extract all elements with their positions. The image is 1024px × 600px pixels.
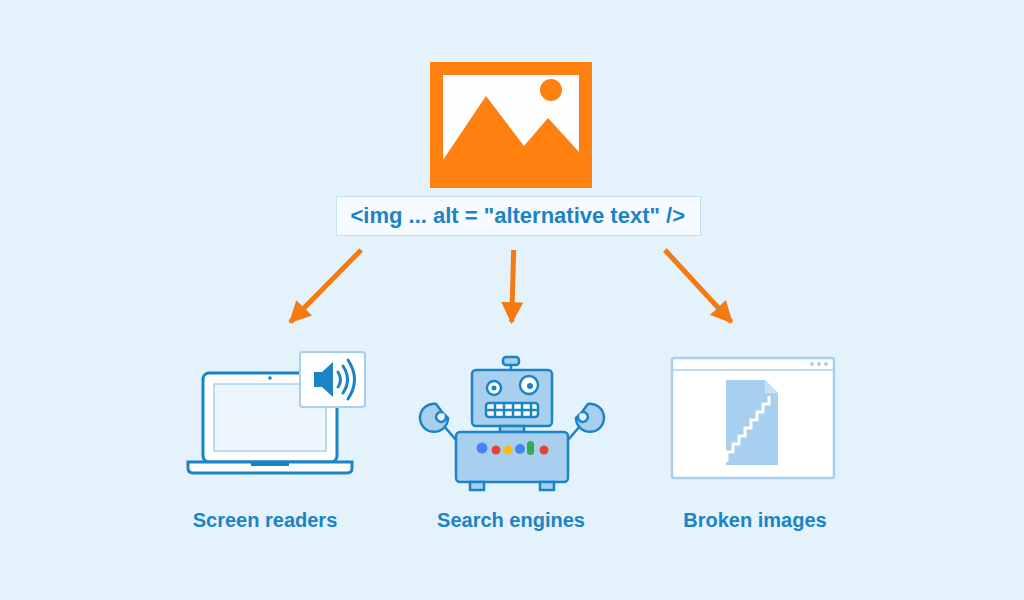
arrow-connector — [512, 250, 514, 322]
feature-label: Search engines — [437, 508, 585, 532]
code-label: <img ... alt = "alternative text" /> — [351, 203, 686, 229]
feature-item: Screen readers — [170, 322, 360, 532]
search-robot — [420, 357, 604, 490]
feature-label: Screen readers — [193, 508, 338, 532]
image-icon — [430, 62, 592, 188]
feature-label: Broken images — [683, 508, 826, 532]
arrow-connector — [665, 250, 731, 322]
feature-item: Broken images — [660, 322, 850, 532]
code-box: <img ... alt = "alternative text" /> — [336, 196, 701, 236]
arrow-connector — [290, 250, 361, 322]
broken-image-window — [672, 358, 834, 478]
feature-item: Search engines — [416, 322, 606, 532]
speaker-icon — [300, 352, 365, 407]
